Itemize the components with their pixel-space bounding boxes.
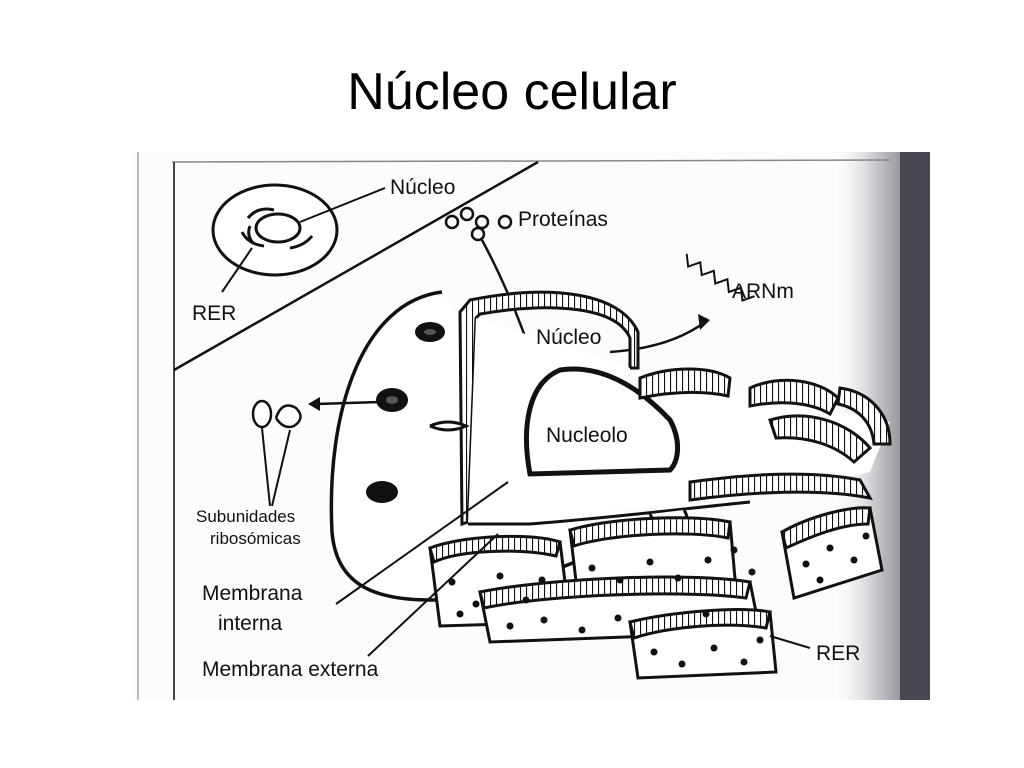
nuclear-pore-gap [429,420,470,432]
ribosomal-subunits [251,399,302,507]
label-proteins: Proteínas [518,208,608,231]
rer-block-4-top [628,608,772,640]
label-rer: RER [816,642,860,665]
mrna-squiggle [685,253,755,302]
leader-inner-membrane [335,481,509,605]
inset-rer-swirl [240,207,314,250]
arrow-subunits-head [308,397,320,411]
arrow-subunits [315,400,381,406]
label-arnm: ARNm [732,280,794,303]
leader-rer-inset [221,247,253,293]
inset-nucleus-shape [254,212,302,244]
arrow-mrna-export [609,320,706,354]
rer-block-2-top [568,516,732,548]
rer-block-1-top [428,534,562,565]
leader-outer-membrane [367,533,499,657]
label-nucleus-inset: Núcleo [390,176,455,199]
label-subunits-line2: ribosómicas [210,529,301,548]
inset-cell-outline [211,183,339,277]
label-nucleolus: Nucleolo [546,424,628,447]
frame-top [171,159,891,163]
inset-cell [211,183,386,293]
arrow-mrna-head [698,314,710,330]
label-inner-membrane-line2: interna [218,612,283,635]
leader-rer [769,635,811,649]
inner-envelope-wall [458,290,640,527]
leader-nucleus-inset [299,187,386,223]
label-subunits-line1: Subunidades [196,507,295,526]
scan-edge-dark [900,152,930,700]
rer-cisternae [638,367,892,502]
slide-title: Núcleo celular [347,63,677,121]
nucleus-diagram: Núcleo RER Proteínas ARNm Nucleolo Núcle… [130,152,930,700]
label-rer-inset: RER [192,302,236,325]
cut-face-floor-edge [468,500,751,526]
envelope-dark-spots [366,322,445,503]
label-outer-membrane: Membrana externa [202,658,379,681]
rer-block-5-top [780,506,872,551]
diagonal-divider [173,160,539,372]
rer-block-3-top [478,575,752,610]
ribosome-dots [448,532,870,668]
rer-blocks [428,506,884,680]
label-nucleus: Núcleo [536,326,601,349]
protein-dots [444,206,513,242]
nucleus-diagram-svg: Núcleo RER Proteínas ARNm Nucleolo Núcle… [130,152,930,700]
label-inner-membrane-line1: Membrana [202,582,303,605]
